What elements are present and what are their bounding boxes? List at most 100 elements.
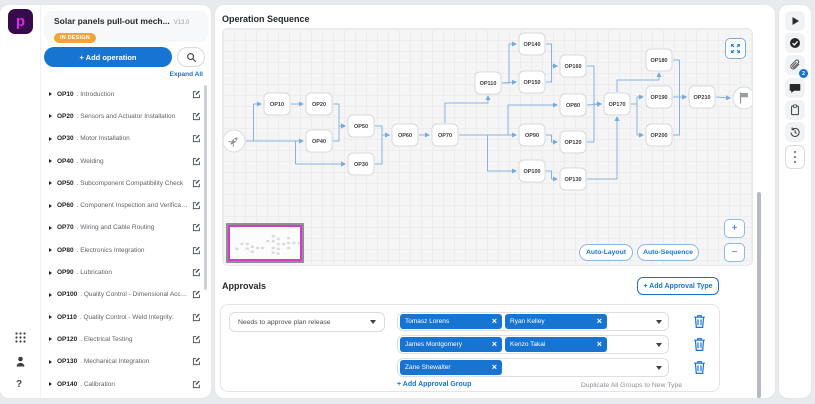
edit-operation-icon[interactable] [192,201,201,210]
flow-node[interactable]: OP10 [263,92,291,116]
remove-approver-icon[interactable]: × [491,362,497,372]
edit-operation-icon[interactable] [192,112,201,121]
sequence-canvas[interactable]: OP10 OP20 OP40 OP50 OP30 OP60 OP70 OP110… [222,28,753,266]
operation-row[interactable]: OP80 . Electronics Integration [40,239,208,261]
expand-caret-icon[interactable] [49,92,52,97]
flow-node[interactable]: OP140 [518,32,546,56]
expand-caret-icon[interactable] [49,359,52,364]
flow-node[interactable]: OP30 [347,152,375,176]
edit-operation-icon[interactable] [192,157,201,166]
approver-chip[interactable]: Kenzo Takai × [505,337,607,352]
flow-node[interactable]: OP20 [305,92,333,116]
approver-chip[interactable]: Zane Shewalter × [400,360,502,375]
edit-operation-icon[interactable] [192,223,201,232]
minimap[interactable] [226,223,304,263]
minimap-viewport[interactable] [228,225,302,261]
remove-approver-icon[interactable]: × [596,339,602,349]
search-button[interactable] [177,47,205,67]
flow-node[interactable]: OP210 [688,85,716,109]
add-approval-type-button[interactable]: + Add Approval Type [637,277,719,295]
zoom-out-button[interactable]: − [724,243,745,262]
expand-caret-icon[interactable] [49,159,52,164]
expand-all-link[interactable]: Expand All [169,71,203,78]
attachments-button[interactable]: 2 [785,55,808,78]
flow-node[interactable]: OP110 [474,71,502,95]
main-scrollbar[interactable] [757,192,761,398]
approver-chip[interactable]: Tomasz Lorens × [400,314,502,329]
help-icon[interactable]: ? [16,379,23,390]
operation-row[interactable]: OP140 . Calibration [40,373,208,395]
operation-row[interactable]: OP20 . Sensors and Actuator Installation [40,105,208,127]
user-icon[interactable] [14,355,27,368]
flow-end-node[interactable] [732,86,753,110]
more-options-button[interactable] [785,145,805,169]
flow-node[interactable]: OP100 [518,159,546,183]
operation-row[interactable]: OP40 . Welding [40,150,208,172]
flow-node[interactable]: OP170 [603,92,631,116]
sidebar-scrollbar[interactable] [204,85,207,290]
flow-node[interactable]: OP130 [559,167,587,191]
edit-operation-icon[interactable] [192,179,201,188]
add-operation-button[interactable]: + Add operation [44,47,172,67]
delete-group-button[interactable] [693,360,706,375]
expand-caret-icon[interactable] [49,248,52,253]
operation-row[interactable]: OP30 . Motor Installation [40,128,208,150]
delete-group-button[interactable] [693,314,706,329]
history-button[interactable] [785,122,805,142]
approval-group-row[interactable]: Tomasz Lorens × Ryan Kelley × [397,312,669,331]
expand-caret-icon[interactable] [49,337,52,342]
operation-row[interactable]: OP120 . Electrical Testing [40,328,208,350]
edit-operation-icon[interactable] [192,90,201,99]
operation-row[interactable]: OP130 . Mechanical Integration [40,351,208,373]
approval-type-select[interactable]: Needs to approve plan release [229,312,385,332]
fullscreen-button[interactable] [725,38,746,59]
flow-node[interactable]: OP80 [559,93,587,117]
edit-operation-icon[interactable] [192,313,201,322]
expand-caret-icon[interactable] [49,181,52,186]
expand-caret-icon[interactable] [49,270,52,275]
expand-caret-icon[interactable] [49,136,52,141]
clipboard-button[interactable] [785,100,805,120]
comments-button[interactable] [785,78,805,98]
app-logo[interactable]: p [8,9,33,34]
flow-node[interactable]: OP40 [305,129,333,153]
approver-chip[interactable]: James Montgomery × [400,337,502,352]
remove-approver-icon[interactable]: × [596,316,602,326]
run-button[interactable] [785,11,805,31]
edit-operation-icon[interactable] [192,134,201,143]
flow-start-node[interactable] [223,129,246,153]
edit-operation-icon[interactable] [192,357,201,366]
approver-chip[interactable]: Ryan Kelley × [505,314,607,329]
edit-operation-icon[interactable] [192,335,201,344]
expand-caret-icon[interactable] [49,225,52,230]
edit-operation-icon[interactable] [192,290,201,299]
expand-caret-icon[interactable] [49,114,52,119]
expand-caret-icon[interactable] [49,315,52,320]
operation-row[interactable]: OP90 . Lubrication [40,261,208,283]
operation-row[interactable]: OP110 . Quality Control - Weld Integrity… [40,306,208,328]
duplicate-groups-label[interactable]: Duplicate All Groups to New Type [580,382,682,389]
operation-row[interactable]: OP100 . Quality Control - Dimensional Ac… [40,284,208,306]
flow-node[interactable]: OP120 [559,130,587,154]
flow-node[interactable]: OP200 [645,123,673,147]
approval-group-row[interactable]: James Montgomery × Kenzo Takai × [397,335,669,354]
flow-node[interactable]: OP70 [431,123,459,147]
flow-node[interactable]: OP180 [645,48,673,72]
edit-operation-icon[interactable] [192,268,201,277]
expand-caret-icon[interactable] [49,203,52,208]
approval-group-row[interactable]: Zane Shewalter × [397,358,669,377]
expand-caret-icon[interactable] [49,382,52,386]
flow-node[interactable]: OP190 [645,85,673,109]
zoom-in-button[interactable]: + [724,219,745,238]
operation-row[interactable]: OP60 . Component Inspection and Verifica… [40,194,208,216]
operation-row[interactable]: OP50 . Subcomponent Compatibility Check [40,172,208,194]
remove-approver-icon[interactable]: × [491,339,497,349]
approve-button[interactable] [785,33,805,53]
auto-layout-button[interactable]: Auto-Layout [579,244,633,261]
flow-node[interactable]: OP50 [347,114,375,138]
expand-caret-icon[interactable] [49,292,52,297]
remove-approver-icon[interactable]: × [491,316,497,326]
apps-grid-icon[interactable] [14,331,27,344]
flow-node[interactable]: OP90 [518,123,546,147]
auto-sequence-button[interactable]: Auto-Sequence [637,244,699,261]
